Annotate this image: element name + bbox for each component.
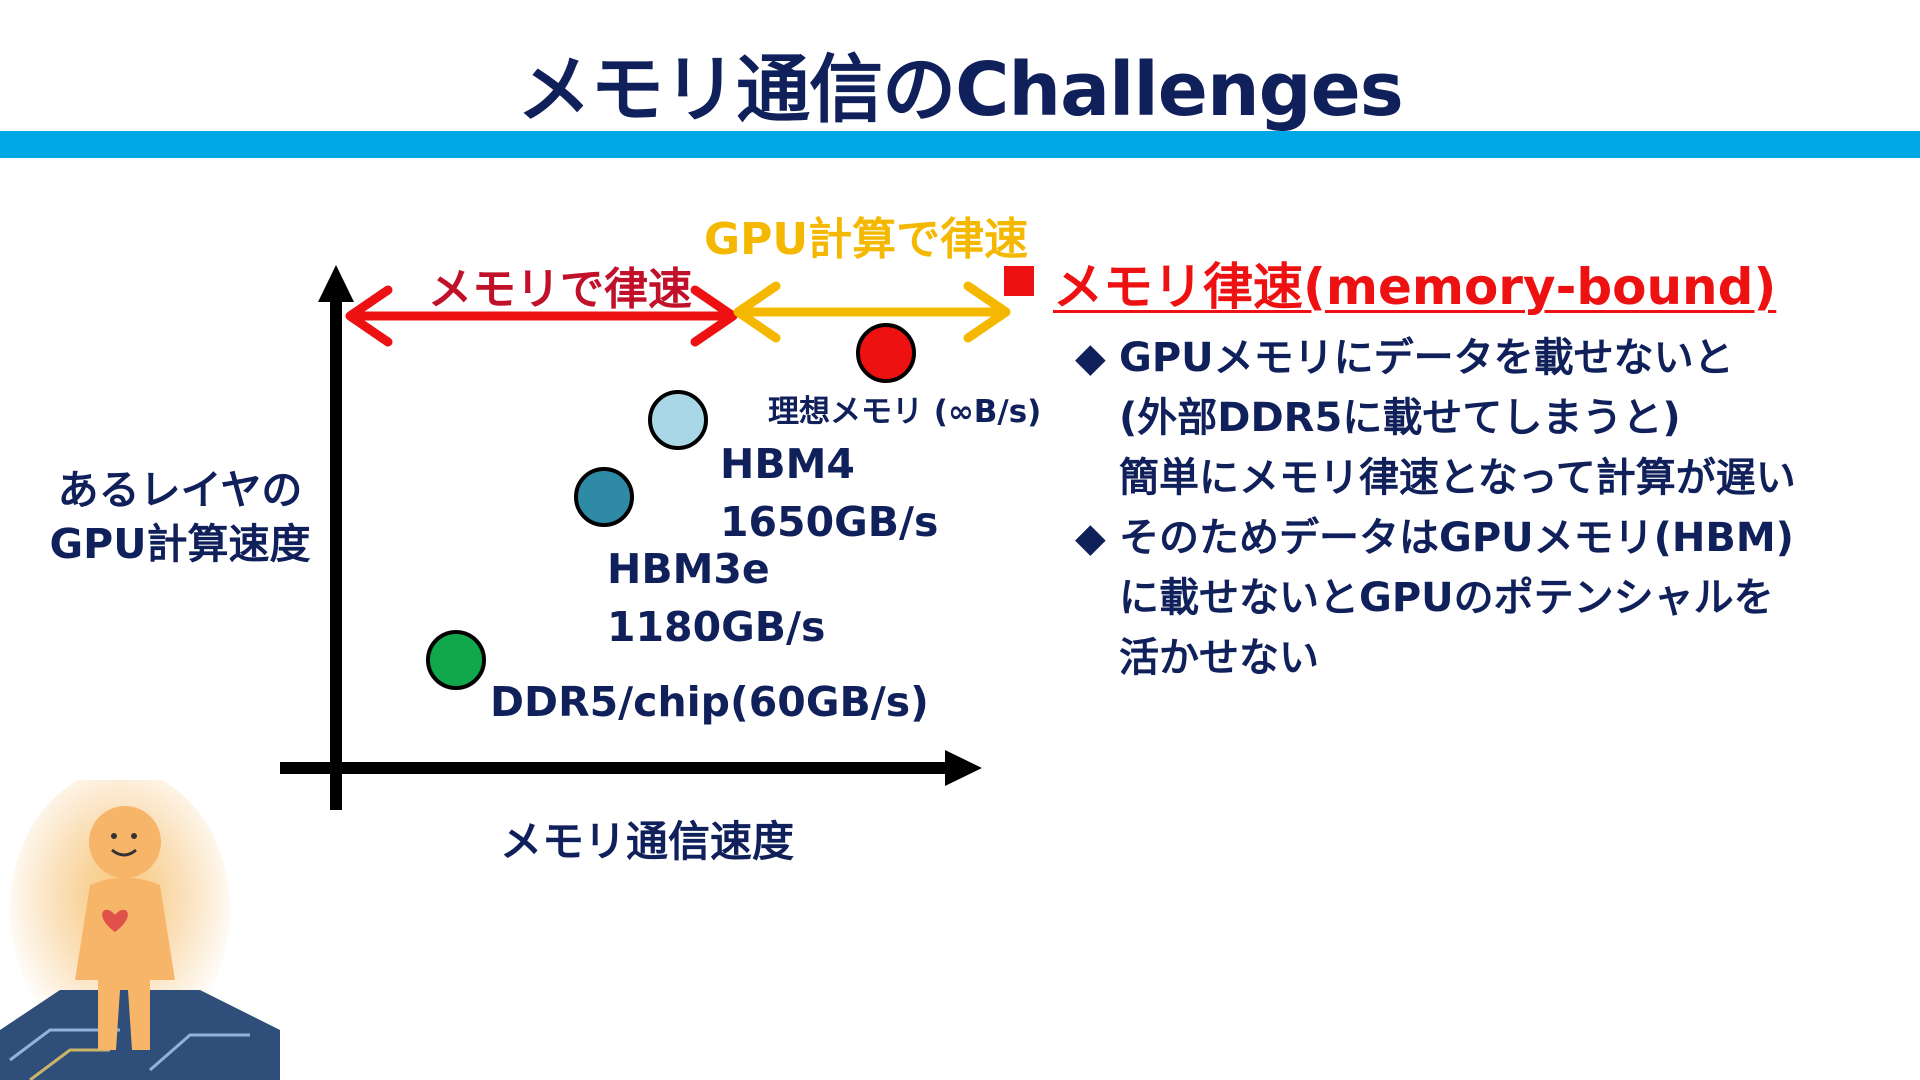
bullet-text: GPUメモリにデータを載せないと — [1119, 335, 1734, 381]
y-axis-label-line2: GPU計算速度 — [20, 517, 340, 571]
bullet-item: ◆GPUメモリにデータを載せないと (外部DDR5に載せてしまうと) 簡単にメモ… — [1075, 328, 1796, 508]
bullet-line: (外部DDR5に載せてしまうと) — [1075, 388, 1796, 448]
ddr5-label: DDR5/chip(60GB/s) — [490, 673, 929, 731]
point-ideal-memory — [858, 325, 914, 381]
bullet-line: ◆GPUメモリにデータを載せないと — [1075, 328, 1796, 388]
memory-bound-range-label: メモリで律速 — [428, 253, 692, 317]
bullet-line: ◆そのためデータはGPUメモリ(HBM) — [1075, 508, 1794, 568]
diamond-bullet-icon: ◆ — [1075, 508, 1119, 568]
point-hbm4 — [650, 392, 706, 448]
gpu-bound-range-label: GPU計算で律速 — [704, 203, 1028, 267]
hbm3e-name: HBM3e — [607, 540, 825, 598]
legend-square-icon — [1004, 266, 1034, 296]
bullet-text: そのためデータはGPUメモリ(HBM) — [1119, 515, 1794, 561]
bullet-item: ◆そのためデータはGPUメモリ(HBM) に載せないとGPUのポテンシャルを 活… — [1075, 508, 1794, 688]
y-axis-label: あるレイヤの GPU計算速度 — [20, 463, 340, 571]
point-ddr5 — [428, 632, 484, 688]
hbm3e-bandwidth: 1180GB/s — [607, 598, 825, 656]
y-axis-arrowhead — [318, 265, 354, 302]
x-axis-arrowhead — [945, 750, 982, 786]
bullet-line: 活かせない — [1075, 628, 1794, 688]
y-axis-label-line1: あるレイヤの — [20, 463, 340, 517]
hbm4-name: HBM4 — [720, 435, 938, 493]
ideal-memory-label: 理想メモリ (∞B/s) — [768, 386, 1041, 431]
hbm4-label: HBM4 1650GB/s — [720, 435, 938, 551]
bullet-line: 簡単にメモリ律速となって計算が遅い — [1075, 448, 1796, 508]
diamond-bullet-icon: ◆ — [1075, 328, 1119, 388]
glowing-figure-on-circuit-icon — [0, 780, 300, 1080]
memory-bound-heading: メモリ律速(memory-bound) — [1053, 247, 1776, 319]
hbm3e-label: HBM3e 1180GB/s — [607, 540, 825, 656]
bullet-line: に載せないとGPUのポテンシャルを — [1075, 568, 1794, 628]
x-axis-label: メモリ通信速度 — [500, 808, 794, 869]
point-hbm3e — [576, 469, 632, 525]
